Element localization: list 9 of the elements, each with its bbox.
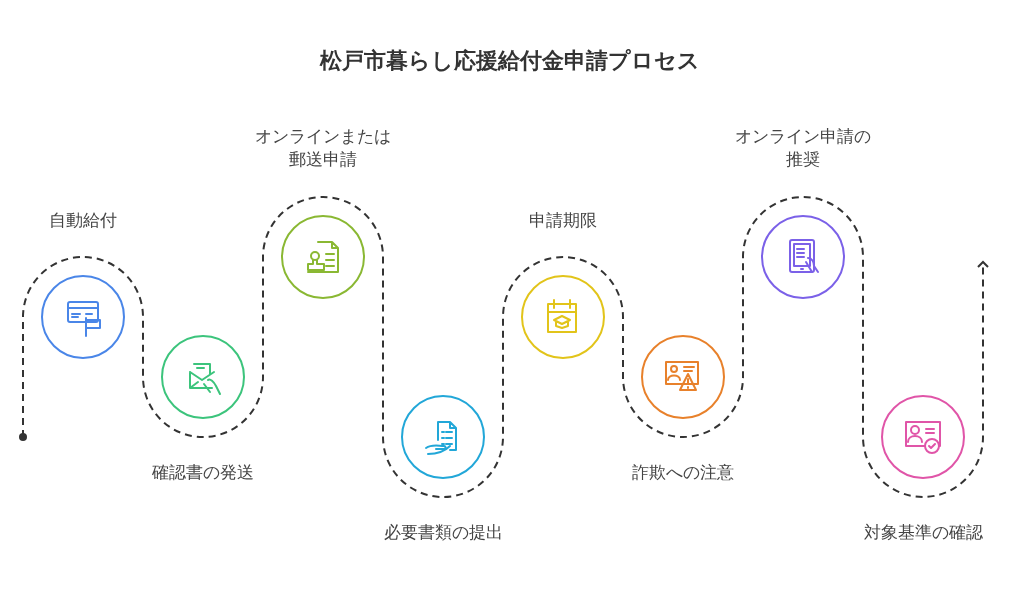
step-label: 詐欺への注意 [631, 461, 735, 484]
step-label: 対象基準の確認 [862, 521, 984, 544]
step-label: オンライン申請の推奨 [734, 125, 872, 171]
step-label: オンラインまたは郵送申請 [254, 125, 392, 171]
diagram-title: 松戸市暮らし応援給付金申請プロセス [318, 47, 701, 75]
step-label: 自動給付 [48, 209, 118, 232]
step-label: 確認書の発送 [151, 461, 255, 484]
step-label: 必要書類の提出 [382, 521, 504, 544]
step-label: 申請期限 [528, 209, 598, 232]
